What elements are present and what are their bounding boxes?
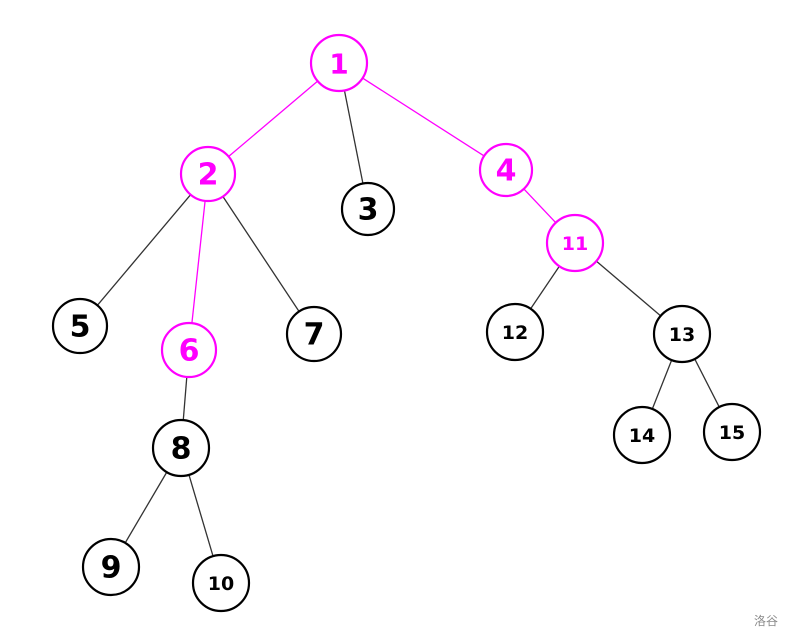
tree-node-15: 15: [702, 402, 762, 462]
tree-node-8: 8: [151, 418, 211, 478]
edge-2-6: [191, 200, 206, 324]
edge-13-14: [651, 359, 673, 410]
edge-2-5: [96, 194, 192, 306]
node-circle-12: [485, 302, 545, 362]
node-label-8: 8: [171, 432, 192, 467]
tree-node-9: 9: [81, 537, 141, 597]
node-label-11: 11: [562, 233, 588, 255]
node-label-9: 9: [101, 551, 122, 586]
node-circle-5: [51, 297, 109, 355]
node-label-2: 2: [198, 158, 219, 193]
node-circle-7: [285, 305, 343, 363]
tree-node-14: 14: [612, 405, 672, 465]
tree-node-2: 2: [179, 145, 237, 203]
node-label-12: 12: [502, 322, 528, 344]
edge-8-10: [188, 474, 214, 557]
tree-node-7: 7: [285, 305, 343, 363]
tree-edges: [96, 77, 720, 557]
watermark-text: 洛谷: [753, 614, 778, 628]
node-label-10: 10: [208, 573, 234, 595]
node-label-5: 5: [70, 310, 91, 345]
tree-node-4: 4: [478, 142, 534, 198]
edge-4-11: [523, 188, 557, 224]
node-circle-10: [191, 553, 251, 613]
node-label-1: 1: [329, 48, 348, 81]
edge-11-13: [595, 260, 662, 317]
node-circle-15: [702, 402, 762, 462]
node-label-15: 15: [719, 422, 745, 444]
edge-2-7: [222, 196, 300, 312]
node-circle-6: [160, 321, 218, 379]
node-circle-11: [545, 213, 605, 273]
tree-node-12: 12: [485, 302, 545, 362]
tree-node-11: 11: [545, 213, 605, 273]
node-circle-3: [340, 181, 396, 237]
tree-node-13: 13: [652, 304, 712, 364]
node-circle-9: [81, 537, 141, 597]
tree-node-10: 10: [191, 553, 251, 613]
node-label-6: 6: [179, 334, 200, 369]
edge-1-3: [343, 90, 364, 184]
node-label-4: 4: [496, 154, 517, 189]
node-circle-1: [309, 33, 369, 93]
node-label-3: 3: [358, 193, 379, 228]
node-label-13: 13: [669, 324, 695, 346]
edge-1-4: [362, 77, 485, 157]
node-label-7: 7: [304, 318, 325, 353]
node-circle-8: [151, 418, 211, 478]
node-circle-4: [478, 142, 534, 198]
edge-13-15: [694, 358, 720, 408]
tree-node-5: 5: [51, 297, 109, 355]
edge-1-2: [228, 80, 319, 158]
tree-node-1: 1: [309, 33, 369, 93]
tree-node-6: 6: [160, 321, 218, 379]
tree-node-3: 3: [340, 181, 396, 237]
node-circle-2: [179, 145, 237, 203]
node-circle-14: [612, 405, 672, 465]
node-label-14: 14: [629, 425, 655, 447]
node-circle-13: [652, 304, 712, 364]
edge-8-9: [124, 471, 168, 544]
edge-6-8: [182, 376, 188, 421]
edge-11-12: [530, 265, 560, 310]
